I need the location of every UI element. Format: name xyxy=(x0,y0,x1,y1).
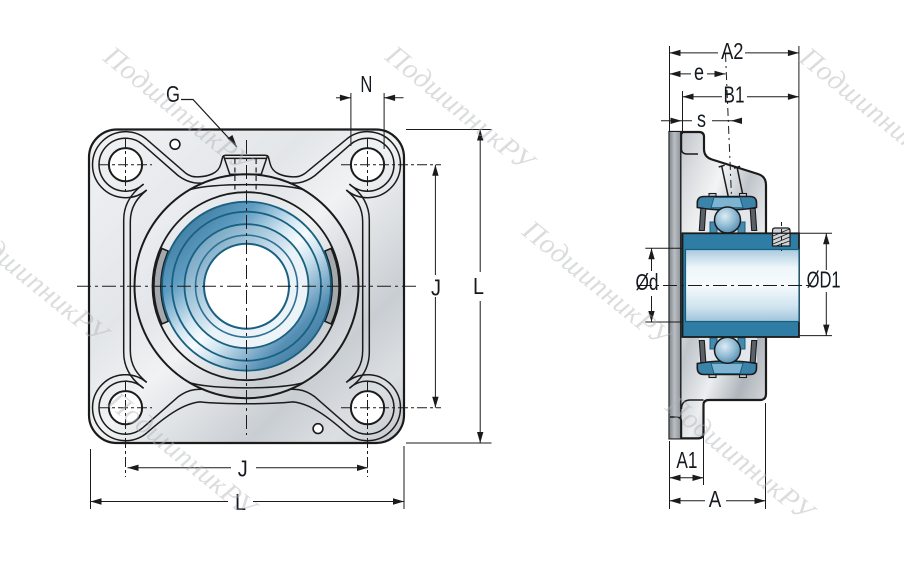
svg-text:B1: B1 xyxy=(724,82,745,108)
svg-text:N: N xyxy=(360,71,372,97)
svg-text:L: L xyxy=(235,489,246,515)
svg-text:Ød: Ød xyxy=(636,269,659,295)
svg-text:A: A xyxy=(709,486,722,512)
svg-text:G: G xyxy=(166,81,180,107)
svg-text:A1: A1 xyxy=(676,447,697,473)
svg-text:ØD1: ØD1 xyxy=(807,267,841,293)
svg-text:A2: A2 xyxy=(721,38,743,64)
svg-text:e: e xyxy=(694,59,704,85)
svg-text:s: s xyxy=(697,106,706,132)
svg-text:J: J xyxy=(431,275,441,301)
svg-text:L: L xyxy=(473,273,484,299)
svg-text:J: J xyxy=(238,455,248,481)
